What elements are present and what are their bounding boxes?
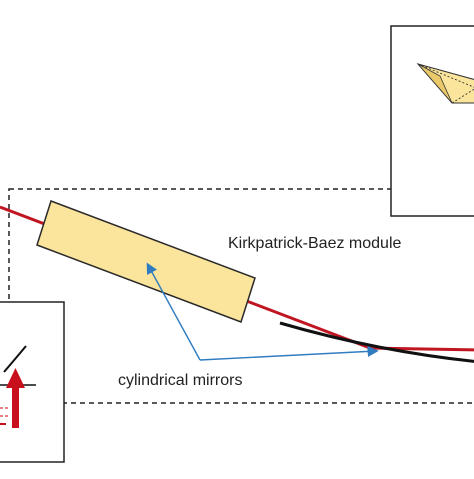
module-label: Kirkpatrick-Baez module bbox=[228, 235, 402, 252]
mirror-pointer-arrow-2 bbox=[199, 345, 379, 361]
curved-mirror-surface bbox=[279, 321, 474, 363]
module-boundary bbox=[8, 188, 474, 404]
inset-red-arrow-icon bbox=[6, 368, 25, 428]
module-inset-box bbox=[390, 25, 474, 217]
mirrors-label: cylindrical mirrors bbox=[118, 372, 242, 389]
cylindrical-mirror-block bbox=[36, 200, 256, 323]
module-inset-prism-icon bbox=[416, 63, 474, 104]
source-inset-box bbox=[0, 301, 65, 463]
mirror-pointer-arrow-1 bbox=[146, 262, 201, 361]
